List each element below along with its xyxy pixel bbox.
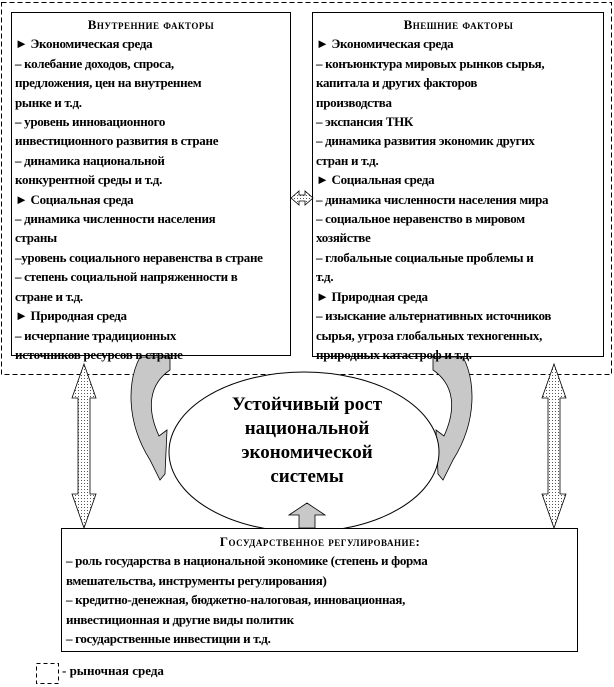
legend-dashed-swatch [36,663,59,684]
government-title: Государственное регулирование: [219,534,421,549]
internal-factor-line: ► Социальная среда [15,191,134,207]
external-factor-line: – экспансия ТНК [316,114,414,130]
double-arrow-right-vertical [541,362,567,530]
internal-factor-line: –уровень социального неравенства в стран… [15,249,263,265]
external-factor-line: стран и т.д. [316,152,379,168]
external-factor-line: капитала и других факторов [316,75,478,91]
internal-factors-title: Внутренние факторы [87,17,215,32]
government-line: – государственные инвестиции и т.д. [66,631,271,647]
external-factor-line: природных катастроф и т.д. [316,346,472,362]
external-factor-line: сырья, угроза глобальных техногенных, [316,327,543,343]
external-factor-line: хозяйстве [316,230,371,246]
external-factor-line: – конъюнктура мировых рынков сырья, [316,55,545,71]
internal-factors: Внутренние факторы ► Экономическая среда… [15,15,287,364]
internal-factor-line: ► Экономическая среда [15,36,153,52]
central-goal-line: национальной [244,418,370,439]
curved-arrow-right [432,356,473,481]
external-factor-line: ► Природная среда [316,288,428,304]
external-factor-line: – динамика развития экономик других [316,133,535,149]
internal-factor-line: – динамика национальной [15,152,165,168]
government-line: – кредитно-денежная, бюджетно-налоговая,… [66,592,406,608]
curved-arrow-left [130,356,171,481]
external-factor-line: ► Экономическая среда [316,36,454,52]
external-factor-line: – глобальные социальные проблемы и [316,249,534,265]
market-environment-border [1,2,612,375]
external-factor-line: ► Социальная среда [316,172,435,188]
central-goal-line: экономической [241,442,373,463]
government-line: – роль государства в национальной эконом… [66,553,428,569]
legend-label: - рыночная среда [62,663,164,678]
double-arrow-left-vertical [71,362,97,530]
internal-factor-line: – исчерпание традиционных [15,327,177,343]
central-goal: Устойчивый рост национальной экономической… [184,393,430,489]
government-regulation: Государственное регулирование: – роль го… [66,532,574,648]
internal-factor-line: – колебание доходов, спроса, [15,55,174,71]
external-factor-line: – динамика численности населения мира [316,191,549,207]
internal-factor-line: рынке и т.д. [15,94,82,110]
central-goal-line: Устойчивый рост [231,394,383,415]
internal-factor-line: страны [15,230,57,246]
external-factors-title: Внешние факторы [403,17,514,32]
internal-factor-line: источников ресурсов в стране [15,346,183,362]
internal-factor-line: предложения, цен на внутреннем [15,75,202,91]
external-factor-line: т.д. [316,269,334,285]
internal-factor-line: конкурентной среды и т.д. [15,172,163,188]
external-factor-line: – социальное неравенство в мировом [316,211,525,227]
internal-factor-line: стране и т.д. [15,288,83,304]
internal-factor-line: – динамика численности населения [15,211,216,227]
internal-factor-line: ► Природная среда [15,308,127,324]
internal-factor-line: инвестиционного развития в стране [15,133,219,149]
double-arrow-horizontal [290,190,314,206]
internal-factor-line: – степень социальной напряженности в [15,269,238,285]
central-goal-line: системы [270,466,344,487]
external-factor-line: производства [316,94,392,110]
external-factor-line: – изыскание альтернативных источников [316,308,552,324]
external-factors: Внешние факторы ► Экономическая среда – к… [316,15,601,364]
government-line: вмешательства, инструменты регулирования… [66,572,327,588]
external-factors-box [312,12,604,357]
internal-factors-box [11,12,291,356]
government-box [61,528,578,652]
government-line: инвестиционная и другие виды политик [66,611,294,627]
internal-factor-line: – уровень инновационного [15,114,166,130]
